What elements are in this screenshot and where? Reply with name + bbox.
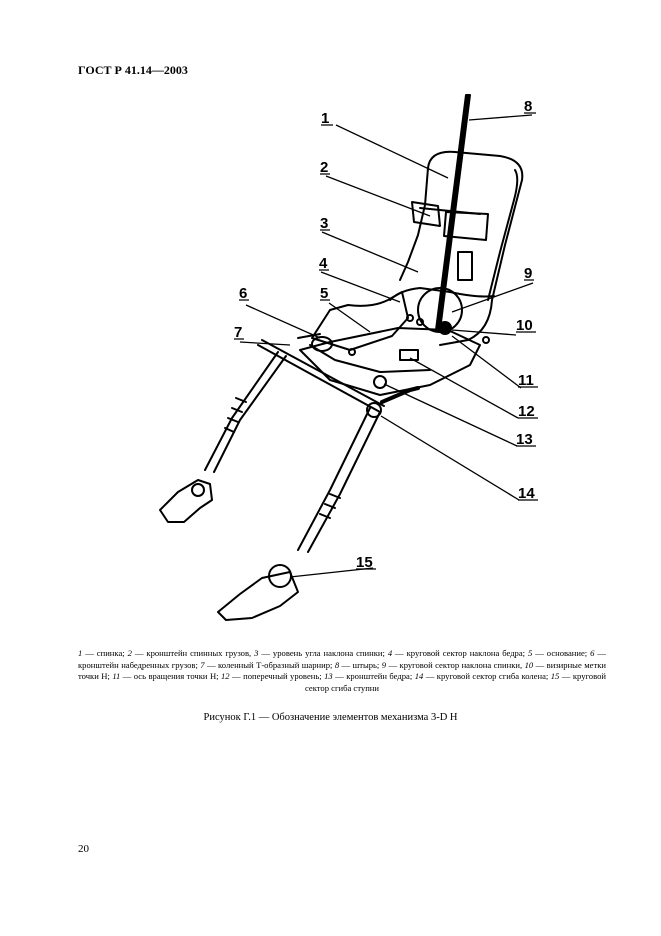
callout-1: 1 bbox=[321, 110, 329, 127]
legend-item: 8 — штырь; bbox=[335, 660, 382, 670]
legend-item: 14 — круговой сектор сгиба колена; bbox=[415, 671, 551, 681]
legend-item-number: 8 bbox=[334, 659, 340, 670]
legend-item: 15 — круговой сектор сгиба ступни bbox=[305, 671, 606, 693]
legend-item-text: — поперечный уровень; bbox=[229, 671, 325, 681]
ankle-sector bbox=[268, 564, 292, 588]
legend-item-number: 12 bbox=[221, 671, 230, 681]
back-pan bbox=[427, 150, 524, 346]
legend-item-text: — уровень угла наклона спинки; bbox=[258, 648, 388, 658]
legend-item: 4 — круговой сектор наклона бедра; bbox=[388, 648, 528, 658]
legend-item: 5 — основание; bbox=[528, 648, 590, 658]
callout-13: 13 bbox=[516, 431, 533, 448]
figure-caption: Рисунок Г.1 — Обозначение элементов меха… bbox=[203, 712, 458, 723]
legend-item-text: — круговой сектор наклона бедра; bbox=[392, 648, 529, 658]
knee-sector bbox=[366, 402, 382, 418]
legend-item-number: 5 bbox=[528, 648, 533, 658]
legend-item: 6 — кронштейн набедренных грузов; bbox=[78, 648, 606, 670]
document-header: ГОСТ Р 41.14—2003 bbox=[78, 63, 188, 77]
callout-11: 11 bbox=[518, 372, 534, 389]
callout-5: 5 bbox=[320, 285, 328, 302]
legend-item-number: 1 bbox=[78, 648, 83, 658]
legend-item-text: — основание; bbox=[532, 648, 591, 658]
t-bar bbox=[257, 344, 381, 413]
legend-item-number: 10 bbox=[524, 659, 534, 670]
legend-item-number: 4 bbox=[387, 648, 393, 658]
callout-4: 4 bbox=[319, 255, 328, 272]
base bbox=[299, 327, 481, 396]
legend-item: 12 — поперечный уровень; bbox=[221, 671, 324, 681]
legend-item-number: 14 bbox=[414, 671, 424, 681]
legend-item: 11 — ось вращения точки Н; bbox=[112, 671, 221, 681]
callout-2: 2 bbox=[320, 159, 328, 176]
left-foot bbox=[159, 479, 213, 523]
legend-item-number: 2 bbox=[127, 648, 132, 658]
callout-7: 7 bbox=[234, 324, 242, 341]
legend-item-text: — кронштейн набедренных грузов; bbox=[78, 648, 606, 670]
legend-item-number: 11 bbox=[112, 671, 121, 681]
legend-item-number: 9 bbox=[381, 659, 387, 670]
legend-item-text: — круговой сектор наклона спинки, bbox=[386, 659, 525, 670]
legend-item-number: 13 bbox=[324, 671, 333, 681]
legend-item: 10 — визирные метки точки Н; bbox=[78, 660, 606, 682]
legend-item-text: — кронштейн бедра; bbox=[332, 671, 415, 681]
legend-item: 7 — коленный Т-образный шарнир; bbox=[200, 660, 335, 670]
legend-item: 13 — кронштейн бедра; bbox=[324, 671, 415, 681]
h-point-machine-figure: 8 1 2 3 4 9 5 6 10 7 11 12 13 14 15 bbox=[159, 94, 538, 621]
legend-item-number: 7 bbox=[200, 659, 205, 670]
legend-item-text: — круговой сектор сгиба ступни bbox=[304, 671, 606, 693]
callout-6: 6 bbox=[239, 285, 247, 302]
thigh-pan bbox=[311, 291, 409, 351]
callout-12: 12 bbox=[518, 403, 535, 420]
legend-item-text: — спинка; bbox=[82, 648, 128, 658]
legend-item: 1 — спинка; bbox=[78, 648, 128, 658]
legend-item-number: 6 bbox=[590, 648, 595, 658]
back-weight-bracket bbox=[411, 201, 441, 227]
legend-item-text: — штырь; bbox=[339, 659, 382, 670]
right-leg bbox=[297, 407, 371, 551]
figure-legend: 1 — спинка; 2 — кронштейн спинных грузов… bbox=[78, 648, 606, 694]
callout-14: 14 bbox=[518, 485, 535, 502]
callout-3: 3 bbox=[320, 215, 328, 232]
callout-10: 10 bbox=[516, 317, 533, 334]
legend-item: 3 — уровень угла наклона спинки; bbox=[254, 648, 388, 658]
legend-item-text: — ось вращения точки Н; bbox=[120, 671, 221, 681]
right-foot bbox=[217, 571, 299, 621]
legend-item-number: 15 bbox=[550, 671, 560, 681]
callout-9: 9 bbox=[524, 265, 532, 282]
legend-item-text: — коленный Т-образный шарнир; bbox=[204, 659, 335, 670]
legend-item-text: — визирные метки точки Н; bbox=[78, 659, 606, 682]
callout-8: 8 bbox=[524, 98, 532, 115]
legend-item: 9 — круговой сектор наклона спинки, bbox=[382, 660, 525, 670]
callout-15: 15 bbox=[356, 554, 373, 571]
callout-labels: 8 1 2 3 4 9 5 6 10 7 11 12 13 14 15 bbox=[234, 98, 535, 571]
legend-item-number: 3 bbox=[254, 648, 259, 658]
left-leg bbox=[204, 351, 279, 471]
legend-item: 2 — кронштейн спинных грузов, bbox=[128, 648, 255, 658]
page-number: 20 bbox=[78, 843, 89, 855]
legend-item-text: — круговой сектор сгиба колена; bbox=[423, 671, 551, 681]
legend-item-text: — кронштейн спинных грузов, bbox=[131, 648, 255, 658]
